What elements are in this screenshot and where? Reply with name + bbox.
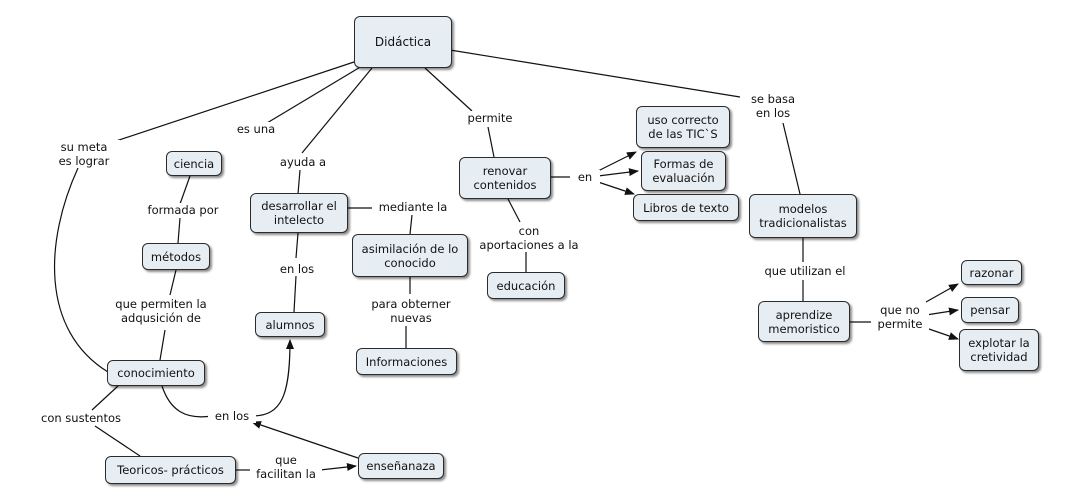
link-con-sustentos: con sustentos [32,411,130,425]
link-que-facilitan: que facilitan la [250,453,322,481]
edge-con-sustentos-teoricos [94,425,141,457]
edge-en-los-alumnos-arrow [251,339,294,417]
node-modelos[interactable]: modelos tradicionalistas [749,194,857,238]
edge-que-ensenanaza [319,463,357,471]
node-libros[interactable]: Libros de texto [633,194,739,221]
edge-que-no-pensar [925,307,959,316]
node-razonar[interactable]: razonar [961,260,1022,285]
node-informaciones[interactable]: Informaciones [356,348,457,375]
link-en-los-alumnos: en los [272,262,322,276]
node-renovar[interactable]: renovar contenidos [459,157,551,199]
node-pensar[interactable]: pensar [961,297,1019,323]
link-permite: permite [460,111,520,125]
link-es-una: es una [230,122,282,136]
link-para-obterner: para obterner nuevas [360,297,462,325]
edge-conocimiento-en-los [161,385,213,418]
node-teoricos[interactable]: Teoricos- prácticos [105,456,236,484]
edge-metodos-que-permiten [169,269,177,296]
link-que-utilizan: que utilizan el [756,264,854,278]
node-formas[interactable]: Formas de evaluación [641,151,726,191]
edge-didactica-su-meta [94,59,361,149]
edge-se-basa-modelos [782,122,801,195]
node-tic[interactable]: uso correcto de las TIC`S [636,106,730,148]
edge-en-los-alumnos [293,275,297,313]
edge-en-formas [597,168,639,177]
link-formada-por: formada por [139,203,227,217]
node-asimilacion[interactable]: asimilación de lo conocido [352,234,468,277]
edge-que-permiten-conocimiento [159,329,166,361]
link-en-los-bottom: en los [208,409,256,423]
edge-formada-metodos [177,217,181,244]
edge-mediante-asimilacion [409,214,413,235]
edge-en-tic [597,151,637,172]
edge-desarrollar-en-los [295,232,299,259]
edge-ensenanaza-en-los [251,421,359,459]
edge-que-no-explotar [925,327,959,340]
link-con-aportaciones: con aportaciones a la [472,224,586,252]
edge-permite-renovar [487,126,495,158]
edge-didactica-ayuda [301,67,373,154]
edge-conocimiento-con-sustentos [91,385,119,411]
edge-renovar-con [507,198,521,223]
edge-didactica-se-basa [449,49,741,98]
link-que-permiten: que permiten la adqusición de [107,297,215,325]
link-se-basa: se basa en los [744,92,802,120]
node-explotar[interactable]: explotar la cretividad [959,329,1039,371]
node-educacion[interactable]: educación [487,272,565,299]
node-alumnos[interactable]: alumnos [255,312,325,337]
node-metodos[interactable]: métodos [142,243,210,270]
node-desarrollar[interactable]: desarrollar el intelecto [250,193,348,233]
edge-en-libros [597,181,635,195]
link-ayuda-a: ayuda a [274,155,332,169]
link-su-meta: su meta es lograr [48,140,120,168]
node-ciencia[interactable]: ciencia [166,151,222,176]
node-aprendize[interactable]: aprendize memoristico [758,301,850,342]
link-que-no-permite: que no permite [871,303,929,331]
edge-que-no-razonar [925,283,959,303]
edge-didactica-es-una [261,65,363,127]
edge-didactica-permite [424,67,473,112]
link-mediante-la: mediante la [372,200,454,214]
node-conocimiento[interactable]: conocimiento [107,360,205,386]
edge-ciencia-formada [179,175,191,205]
edge-su-meta-conocimiento [53,167,109,373]
node-ensenanaza[interactable]: enseñanaza [358,453,444,479]
link-en-renovar: en [570,170,600,184]
edge-ayuda-desarrollar [297,169,301,195]
node-didactica[interactable]: Didáctica [354,16,452,68]
